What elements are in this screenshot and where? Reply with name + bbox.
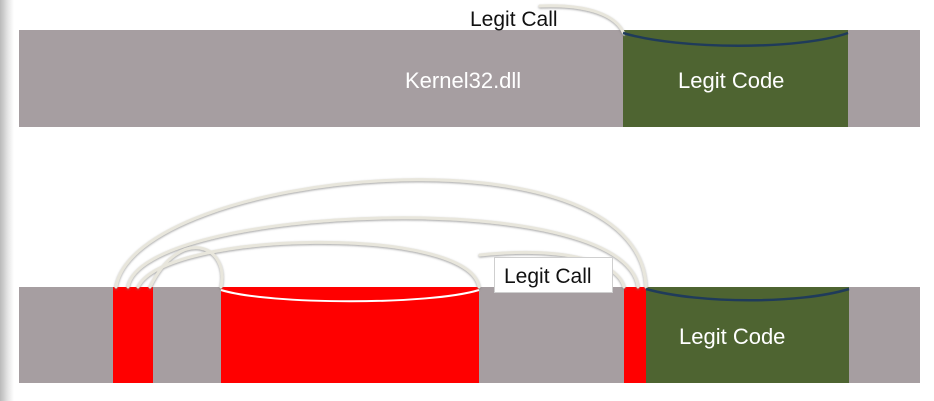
bottom-legit-code-block xyxy=(646,287,849,383)
top-legit-call-label: Legit Call xyxy=(470,8,558,31)
bottom-legit-code-curve xyxy=(645,287,850,302)
bottom-legit-call-box xyxy=(494,257,613,293)
top-legit-code-curve xyxy=(622,31,849,47)
injected-block-2 xyxy=(221,287,479,383)
arc-block1-to-red3 xyxy=(114,178,648,289)
arc-block1-to-block2-end xyxy=(136,240,481,289)
bottom-legit-call-label: Legit Call xyxy=(504,265,592,288)
bottom-legit-code-label: Legit Code xyxy=(679,324,786,349)
injected-block-3 xyxy=(624,287,646,383)
block2-top-curve xyxy=(220,289,480,303)
top-legit-code-label: Legit Code xyxy=(678,68,785,93)
arc-block1b-to-red3 xyxy=(126,216,640,289)
slide-edge-shadow xyxy=(0,0,14,401)
kernel32-label: Kernel32.dll xyxy=(405,68,522,93)
top-legit-call-arc xyxy=(538,4,626,36)
injected-block-1 xyxy=(113,287,153,383)
